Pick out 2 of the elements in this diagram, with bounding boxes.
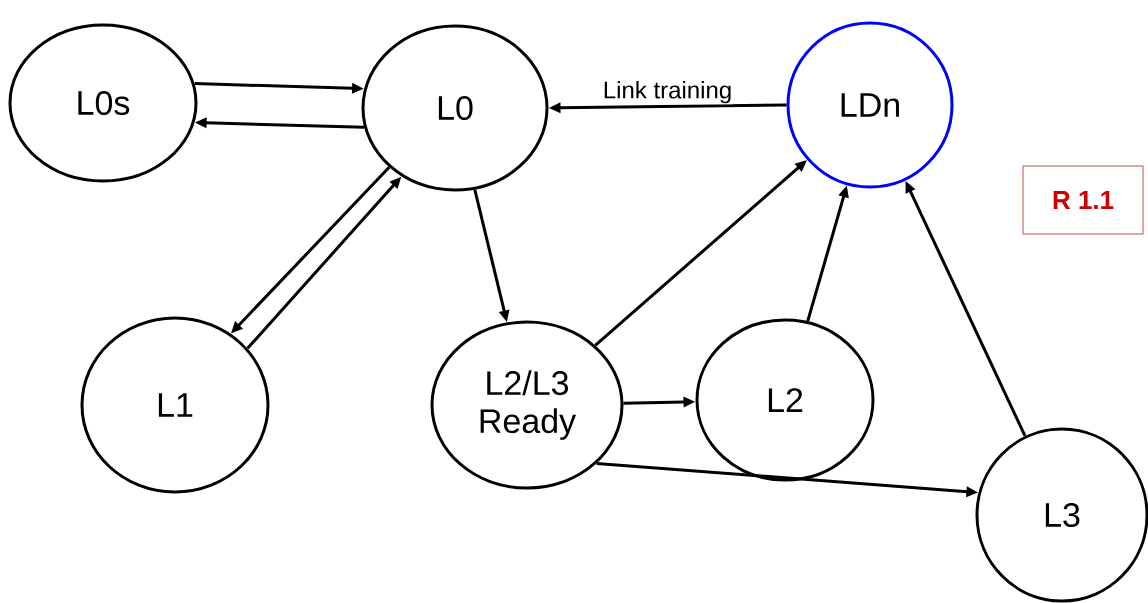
edge-label: Link training	[601, 79, 734, 105]
label-box: R 1.1	[1022, 165, 1144, 235]
